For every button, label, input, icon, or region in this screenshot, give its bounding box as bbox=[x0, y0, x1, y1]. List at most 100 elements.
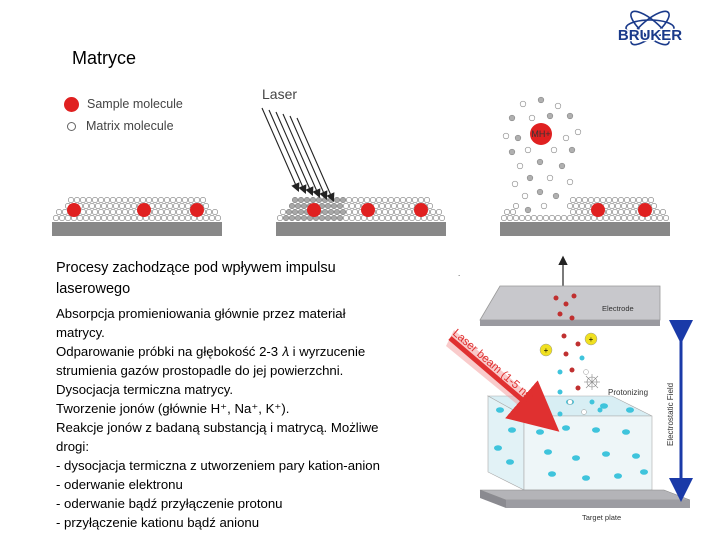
desorbed-plume bbox=[502, 96, 582, 214]
matrix-molecule-icon bbox=[426, 215, 433, 222]
matrix-molecule-icon bbox=[417, 197, 424, 204]
matrix-molecule-icon bbox=[584, 215, 591, 222]
matrix-molecule-icon bbox=[581, 209, 588, 216]
matrix-molecule-icon bbox=[206, 209, 213, 216]
matrix-molecule-icon bbox=[89, 203, 96, 210]
matrix-molecule-icon bbox=[399, 209, 406, 216]
matrix-molecule-icon bbox=[155, 203, 162, 210]
legend-matrix: Matrix molecule bbox=[64, 116, 174, 136]
matrix-molecule-icon bbox=[98, 209, 105, 216]
matrix-molecule-icon bbox=[524, 215, 531, 222]
electrode-plate bbox=[479, 285, 661, 321]
matrix-molecule-icon bbox=[348, 203, 355, 210]
matrix-molecule-icon bbox=[524, 206, 532, 214]
matrix-molecule-icon bbox=[384, 215, 391, 222]
matrix-molecule-icon bbox=[330, 215, 337, 222]
sample-plate bbox=[500, 222, 670, 236]
matrix-molecule-icon bbox=[297, 209, 304, 216]
matrix-molecule-icon bbox=[65, 215, 72, 222]
matrix-molecule-icon bbox=[152, 209, 159, 216]
matrix-molecule-icon bbox=[552, 192, 560, 200]
text-line: - przyłączenie kationu bądź anionu bbox=[56, 515, 260, 530]
matrix-molecule-icon bbox=[203, 215, 210, 222]
analyte-molecule-icon bbox=[508, 427, 516, 433]
logo-text: BRUKER bbox=[618, 27, 682, 44]
laser-ray bbox=[282, 113, 321, 199]
matrix-molecule-icon bbox=[74, 197, 81, 204]
laser-ray bbox=[261, 107, 300, 193]
matrix-molecule-icon bbox=[285, 209, 292, 216]
matrix-molecule-icon bbox=[566, 178, 574, 186]
analyte-molecule-icon bbox=[614, 473, 622, 479]
analyte-molecule-icon bbox=[506, 459, 514, 465]
matrix-molecule-icon bbox=[503, 209, 510, 216]
sample-molecule-icon bbox=[67, 203, 81, 217]
matrix-molecule-icon bbox=[276, 215, 283, 222]
matrix-molecule-icon bbox=[647, 197, 654, 204]
ion-particle-icon bbox=[589, 399, 595, 405]
text-heading: Procesy zachodzące pod wpływem impulsu l… bbox=[56, 258, 428, 300]
text-line: - oderwanie bądź przyłączenie protonu bbox=[56, 496, 283, 511]
matrix-molecule-icon bbox=[92, 197, 99, 204]
matrix-molecule-icon bbox=[530, 215, 537, 222]
matrix-molecule-icon bbox=[635, 197, 642, 204]
sample-molecule-icon bbox=[307, 203, 321, 217]
sample-molecule-icon bbox=[638, 203, 652, 217]
matrix-molecule-icon bbox=[55, 209, 62, 216]
matrix-molecule-icon bbox=[155, 215, 162, 222]
matrix-molecule-icon bbox=[345, 209, 352, 216]
matrix-molecule-icon bbox=[578, 203, 585, 210]
text-line: matrycy. bbox=[56, 325, 105, 340]
matrix-molecule-icon bbox=[68, 197, 75, 204]
laser-ray bbox=[296, 117, 335, 203]
protonizing-label: Protonizing bbox=[608, 388, 648, 397]
matrix-molecule-icon bbox=[393, 197, 400, 204]
matrix-molecule-icon bbox=[432, 215, 439, 222]
matrix-molecule-icon bbox=[110, 209, 117, 216]
plus-marker-1: + bbox=[539, 343, 553, 357]
matrix-molecule-icon bbox=[110, 197, 117, 204]
matrix-molecule-icon bbox=[170, 197, 177, 204]
matrix-molecule-icon bbox=[387, 197, 394, 204]
matrix-molecule-icon bbox=[351, 209, 358, 216]
matrix-molecule-icon bbox=[215, 215, 222, 222]
matrix-molecule-icon bbox=[80, 209, 87, 216]
matrix-molecule-icon bbox=[602, 215, 609, 222]
laser-beam-label: Laser beam (1-5 ns) bbox=[450, 327, 536, 404]
ion-particle-icon bbox=[597, 407, 603, 413]
matrix-molecule-icon bbox=[161, 203, 168, 210]
matrix-molecule-icon bbox=[617, 209, 624, 216]
ion-molecule-icon bbox=[530, 123, 552, 145]
matrix-molecule-icon bbox=[405, 209, 412, 216]
matrix-molecule-icon bbox=[86, 209, 93, 216]
matrix-molecule-icon bbox=[119, 203, 126, 210]
matrix-molecule-icon bbox=[291, 209, 298, 216]
analyte-molecule-icon bbox=[626, 407, 634, 413]
matrix-molecule-icon bbox=[554, 102, 562, 110]
matrix-molecule-icon bbox=[387, 209, 394, 216]
matrix-molecule-icon bbox=[396, 215, 403, 222]
laser-desorption-scene: MH+ bbox=[52, 96, 670, 236]
matrix-molecule-icon bbox=[339, 209, 346, 216]
analyte-molecule-icon bbox=[496, 407, 504, 413]
matrix-molecule-icon bbox=[626, 215, 633, 222]
ion-particle-icon bbox=[575, 385, 581, 391]
matrix-molecule-icon bbox=[378, 215, 385, 222]
matrix-molecule-icon bbox=[560, 215, 567, 222]
matrix-molecule-icon bbox=[119, 215, 126, 222]
matrix-molecule-icon bbox=[134, 197, 141, 204]
matrix-molecule-icon bbox=[131, 215, 138, 222]
analyte-molecule-icon bbox=[536, 429, 544, 435]
matrix-molecule-icon bbox=[511, 180, 519, 188]
matrix-molecule-icon bbox=[381, 209, 388, 216]
matrix-molecule-icon bbox=[599, 197, 606, 204]
matrix-molecule-icon bbox=[342, 215, 349, 222]
matrix-molecule-icon bbox=[653, 209, 660, 216]
matrix-molecule-icon bbox=[548, 215, 555, 222]
ion-particle-icon bbox=[569, 367, 575, 373]
matrix-molecule-icon bbox=[67, 121, 76, 131]
text-line: Dysocjacja termiczna matrycy. bbox=[56, 382, 234, 397]
matrix-molecule-icon bbox=[581, 197, 588, 204]
matrix-molecule-icon bbox=[423, 197, 430, 204]
matrix-molecule-icon bbox=[324, 203, 331, 210]
